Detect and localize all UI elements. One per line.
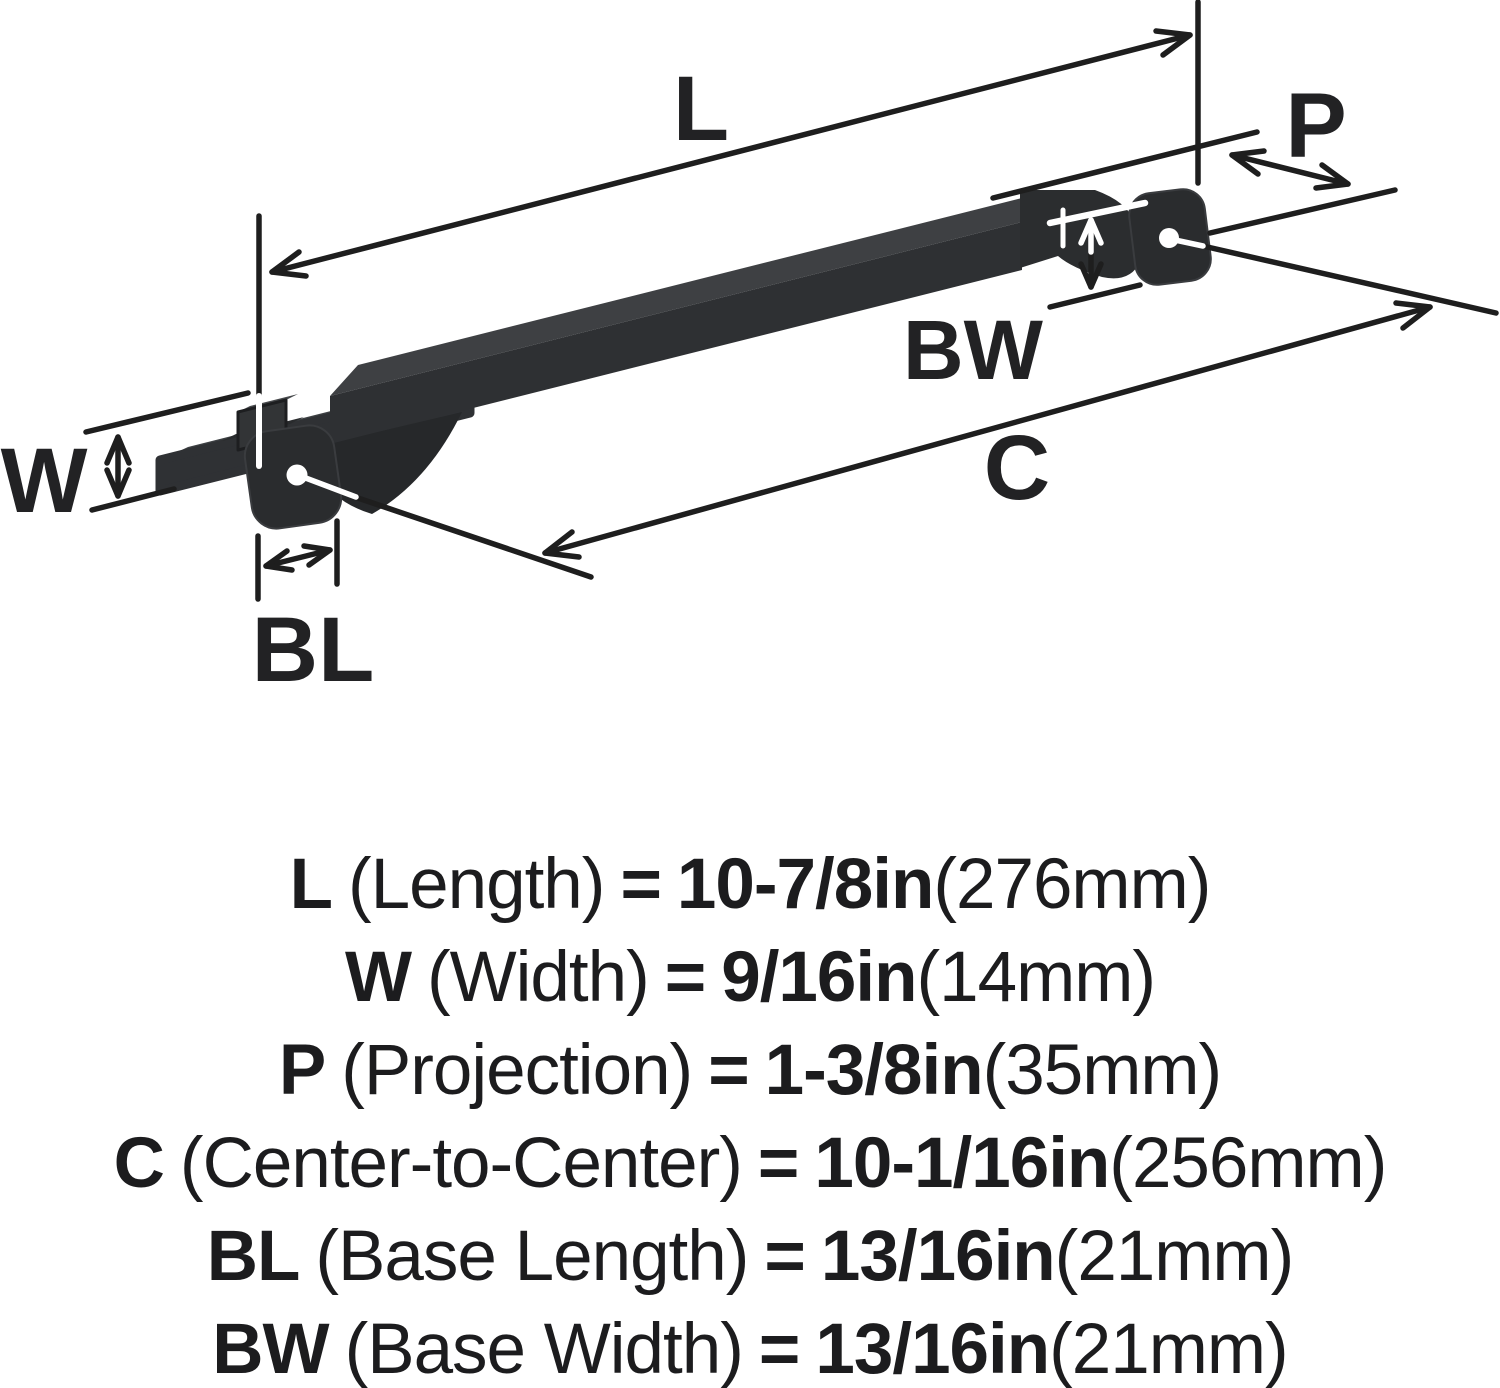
- legend-value: 10-7/8in: [676, 845, 934, 924]
- legend-metric: (14mm): [916, 938, 1157, 1017]
- l-arrowhead-left: [269, 249, 309, 279]
- left-screw-hole: [286, 464, 308, 486]
- legend-row-projection: P(Projection)=1-3/8in(35mm): [0, 1024, 1500, 1117]
- legend-value: 9/16in: [721, 938, 917, 1017]
- white-overlay-lines: [256, 199, 1206, 500]
- left-screw-axis: [300, 474, 359, 500]
- bw-arrowhead-up: [1078, 217, 1104, 246]
- legend-key: L: [289, 845, 333, 924]
- legend-metric: (276mm): [933, 845, 1211, 924]
- legend-metric: (35mm): [982, 1031, 1223, 1110]
- legend-metric: (21mm): [1049, 1310, 1289, 1388]
- legend-row-center-to-center: C(Center-to-Center)=10-1/16in(256mm): [0, 1117, 1500, 1210]
- legend-row-base-length: BL(Base Length)=13/16in(21mm): [0, 1210, 1500, 1303]
- legend-value: 1-3/8in: [764, 1031, 984, 1110]
- label-projection: P: [1285, 75, 1346, 177]
- c-extension-right: [1200, 243, 1499, 316]
- legend-equals: =: [708, 1031, 749, 1110]
- left-foot: [316, 412, 462, 514]
- c-arrowhead-left: [542, 529, 582, 560]
- legend-key: C: [113, 1124, 165, 1203]
- legend-equals: =: [758, 1310, 800, 1388]
- legend-metric: (256mm): [1109, 1124, 1387, 1203]
- p-arrowhead-right: [1313, 162, 1351, 191]
- legend-value: 13/16in: [815, 1310, 1050, 1388]
- label-base-width: BW: [903, 303, 1044, 397]
- legend-name: (Center-to-Center): [179, 1124, 743, 1203]
- right-screw-hole: [1159, 228, 1179, 248]
- legend-value: 13/16in: [820, 1217, 1056, 1296]
- c-extension-left: [349, 493, 594, 580]
- legend-value: 10-1/16in: [814, 1124, 1110, 1203]
- legend-row-length: L(Length)=10-7/8in(276mm): [0, 838, 1500, 931]
- label-center-to-center: C: [984, 417, 1050, 519]
- legend-equals: =: [620, 845, 661, 924]
- w-arrowhead-up: [104, 434, 132, 466]
- l-dimension-line: [269, 32, 1193, 275]
- p-extension-top: [990, 129, 1260, 201]
- bl-arrowhead-left: [263, 548, 295, 573]
- right-screw-axis: [1172, 237, 1206, 249]
- w-extension-bottom: [89, 486, 177, 513]
- dimension-lines: [83, 0, 1499, 602]
- label-width: W: [1, 430, 88, 532]
- bl-dimension-line: [263, 547, 333, 569]
- legend-equals: =: [757, 1124, 799, 1203]
- legend-name: (Length): [347, 845, 605, 924]
- measurement-legend: L(Length)=10-7/8in(276mm) W(Width)=9/16i…: [0, 838, 1500, 1388]
- legend-row-base-width: BW(Base Width)=13/16in(21mm): [0, 1303, 1500, 1388]
- p-arrowhead-left: [1229, 148, 1267, 177]
- bw-extension-bottom: [1047, 282, 1143, 310]
- p-dimension-line: [1229, 152, 1351, 187]
- legend-key: P: [278, 1031, 326, 1110]
- legend-row-width: W(Width)=9/16in(14mm): [0, 931, 1500, 1024]
- c-arrowhead-right: [1393, 300, 1433, 331]
- dimension-diagram: L W P BW C BL: [1, 0, 1499, 701]
- w-arrowhead-down: [104, 467, 132, 499]
- p-extension-bottom: [1207, 187, 1398, 236]
- bw-arrowhead-down: [1078, 261, 1104, 290]
- l-arrowhead-right: [1153, 28, 1193, 58]
- legend-name: (Projection): [341, 1031, 693, 1110]
- legend-key: BW: [212, 1310, 329, 1388]
- legend-equals: =: [764, 1217, 805, 1296]
- w-extension-top: [83, 390, 251, 435]
- legend-name: (Width): [426, 938, 650, 1017]
- c-dimension-line: [542, 304, 1433, 556]
- legend-key: BL: [206, 1217, 301, 1296]
- legend-metric: (21mm): [1054, 1217, 1295, 1296]
- bar-front-face: [330, 222, 1022, 444]
- legend-name: (Base Length): [315, 1217, 749, 1296]
- right-mount-gap-diagonal: [1046, 199, 1149, 227]
- bl-arrowhead-right: [301, 543, 333, 568]
- legend-name: (Base Width): [344, 1310, 744, 1388]
- legend-equals: =: [664, 938, 706, 1017]
- label-base-length: BL: [252, 599, 375, 701]
- bar-top-face: [330, 191, 1050, 396]
- label-length: L: [673, 58, 729, 160]
- legend-key: W: [344, 938, 412, 1017]
